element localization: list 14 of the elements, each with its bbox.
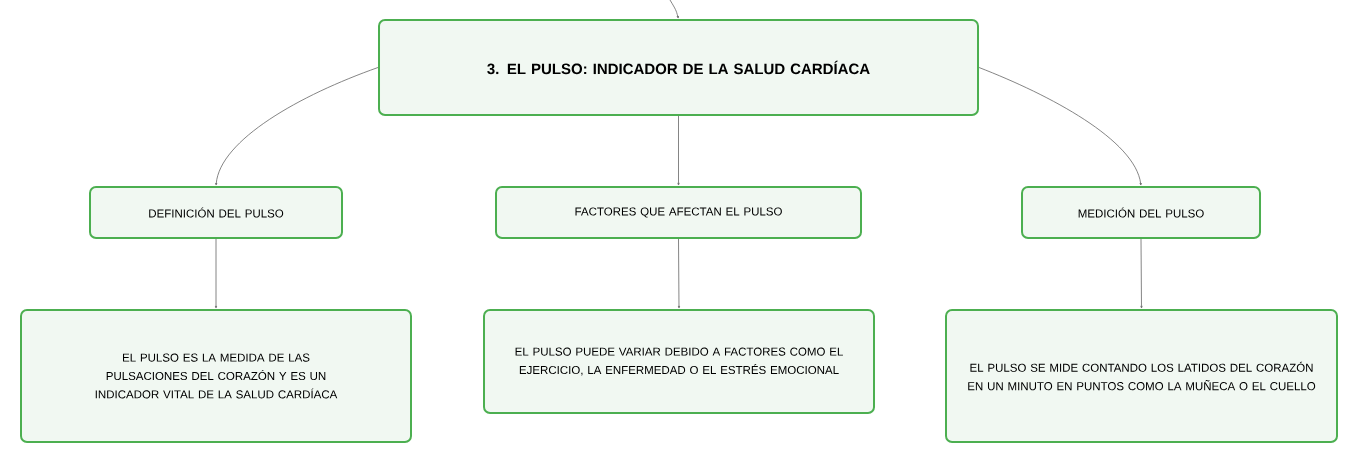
arrow bbox=[1140, 238, 1143, 309]
description-box: EL PULSO ES LA MEDIDA DE LAS PULSACIONES DEL CORAZÓN Y ES UN INDICADOR VITAL DE LA SALUD CARDÍACA bbox=[20, 309, 412, 443]
topic-box: 3. EL PULSO: INDICADOR DE LA SALUD CARDÍACA bbox=[378, 19, 979, 116]
subtopic-box: FACTORES QUE AFECTAN EL PULSO bbox=[495, 186, 862, 239]
arrow bbox=[978, 67, 1142, 186]
arrow bbox=[669, 0, 679, 19]
arrow bbox=[214, 238, 218, 309]
description-box: EL PULSO PUEDE VARIAR DEBIDO A FACTORES COMO EL EJERCICIO, LA ENFERMEDAD O EL ESTRÉS EMOCIONAL bbox=[483, 309, 875, 414]
arrow bbox=[677, 238, 681, 309]
description-box: EL PULSO SE MIDE CONTANDO LOS LATIDOS DEL CORAZÓN EN UN MINUTO EN PUNTOS COMO LA MUÑECA O EL CUELLO bbox=[945, 309, 1338, 443]
subtopic-box: MEDICIÓN DEL PULSO bbox=[1021, 186, 1261, 239]
arrow bbox=[677, 115, 680, 186]
subtopic-box: DEFINICIÓN DEL PULSO bbox=[89, 186, 343, 239]
arrow bbox=[215, 67, 379, 186]
